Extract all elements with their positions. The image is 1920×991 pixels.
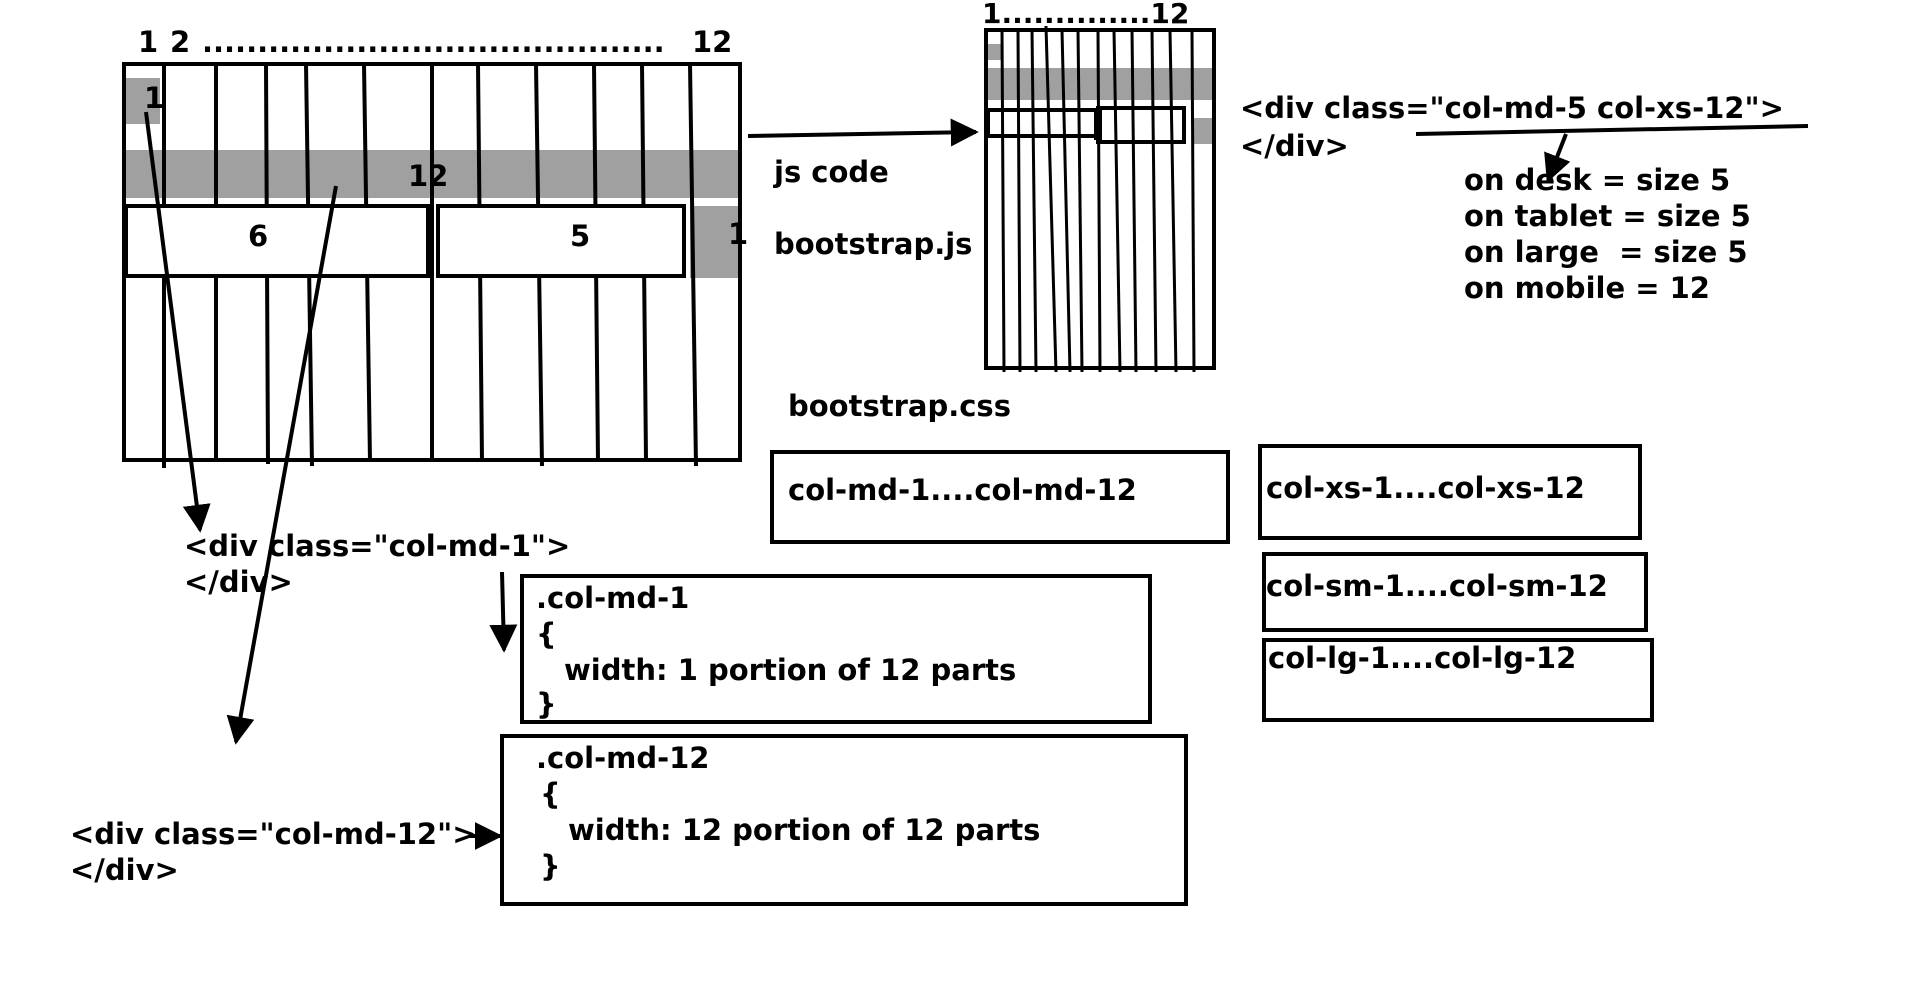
arrows bbox=[144, 111, 1809, 850]
right-div-close: </div> bbox=[1240, 129, 1349, 163]
css-md1-rule: width: 1 portion of 12 parts bbox=[564, 653, 1017, 687]
right-grid-highlight-right bbox=[1194, 118, 1214, 144]
left-grid-label-twelve: 12 bbox=[408, 159, 449, 193]
right-div-open: <div class="col-md-5 col-xs-12"> bbox=[1240, 91, 1784, 125]
md-range-box bbox=[770, 450, 1230, 544]
left-grid-header-twelve: 12 bbox=[692, 25, 733, 59]
left-grid-col-5-box bbox=[436, 204, 686, 278]
js-code-label: js code bbox=[774, 155, 889, 189]
right-grid-column-lines bbox=[1000, 25, 1196, 373]
lg-range-box bbox=[1262, 638, 1654, 722]
left-grid-label-six: 6 bbox=[248, 219, 269, 253]
xs-range-box bbox=[1258, 444, 1642, 540]
css-md12-close-brace: } bbox=[540, 849, 561, 883]
xs-range-text: col-xs-1....col-xs-12 bbox=[1266, 471, 1585, 505]
arrow-grid-to-mobile bbox=[747, 118, 979, 147]
right-grid-highlight-row bbox=[987, 68, 1213, 100]
arrow-col1-to-div bbox=[144, 111, 211, 533]
sm-range-text: col-sm-1....col-sm-12 bbox=[1266, 569, 1608, 603]
left-grid-header-one: 1 bbox=[138, 25, 159, 59]
sm-range-box bbox=[1262, 552, 1648, 632]
right-grid-highlight-small bbox=[987, 44, 1001, 60]
css-md12-selector: .col-md-12 bbox=[536, 741, 710, 775]
arrow-col12-to-div bbox=[226, 185, 338, 745]
md12-div-close: </div> bbox=[70, 853, 179, 887]
left-grid bbox=[122, 62, 742, 468]
left-grid-header-two: 2 bbox=[170, 25, 191, 59]
left-grid-highlight-right bbox=[690, 206, 740, 278]
css-md1-open-brace: { bbox=[536, 617, 557, 651]
class-underline-stroke bbox=[1415, 124, 1809, 136]
right-grid-col-box-left bbox=[986, 108, 1100, 138]
md1-div-close: </div> bbox=[184, 565, 293, 599]
css-md12-box bbox=[500, 734, 1188, 906]
css-md12-rule: width: 12 portion of 12 parts bbox=[568, 813, 1041, 847]
left-grid-header-dots: ........................................… bbox=[202, 25, 665, 59]
bootstrap-js-label: bootstrap.js bbox=[774, 227, 973, 261]
note-desk: on desk = size 5 bbox=[1464, 163, 1731, 197]
css-md1-close-brace: } bbox=[536, 687, 557, 721]
css-md1-selector: .col-md-1 bbox=[536, 581, 690, 615]
left-grid-col-6-box bbox=[124, 204, 430, 278]
md-range-text: col-md-1....col-md-12 bbox=[788, 473, 1137, 507]
left-grid-label-one: 1 bbox=[144, 81, 165, 115]
left-grid-label-five: 5 bbox=[570, 219, 591, 253]
left-grid-highlight-top bbox=[124, 78, 160, 124]
css-md1-box bbox=[520, 574, 1152, 724]
note-large: on large = size 5 bbox=[1464, 235, 1748, 269]
arrow-div-to-css-md1 bbox=[489, 571, 518, 653]
lg-range-text: col-lg-1....col-lg-12 bbox=[1268, 641, 1577, 675]
note-mobile: on mobile = 12 bbox=[1464, 271, 1710, 305]
css-md12-open-brace: { bbox=[540, 777, 561, 811]
bootstrap-css-label: bootstrap.css bbox=[788, 389, 1011, 423]
md12-div-open: <div class="col-md-12"> bbox=[70, 817, 477, 851]
right-grid-header: 1..............12 bbox=[982, 0, 1190, 30]
md1-div-open: <div class="col-md-1"> bbox=[184, 529, 571, 563]
arrow-class-to-notes bbox=[1544, 133, 1571, 183]
note-tablet: on tablet = size 5 bbox=[1464, 199, 1751, 233]
left-grid-label-right-one: 1 bbox=[728, 217, 749, 251]
right-grid bbox=[984, 25, 1216, 373]
